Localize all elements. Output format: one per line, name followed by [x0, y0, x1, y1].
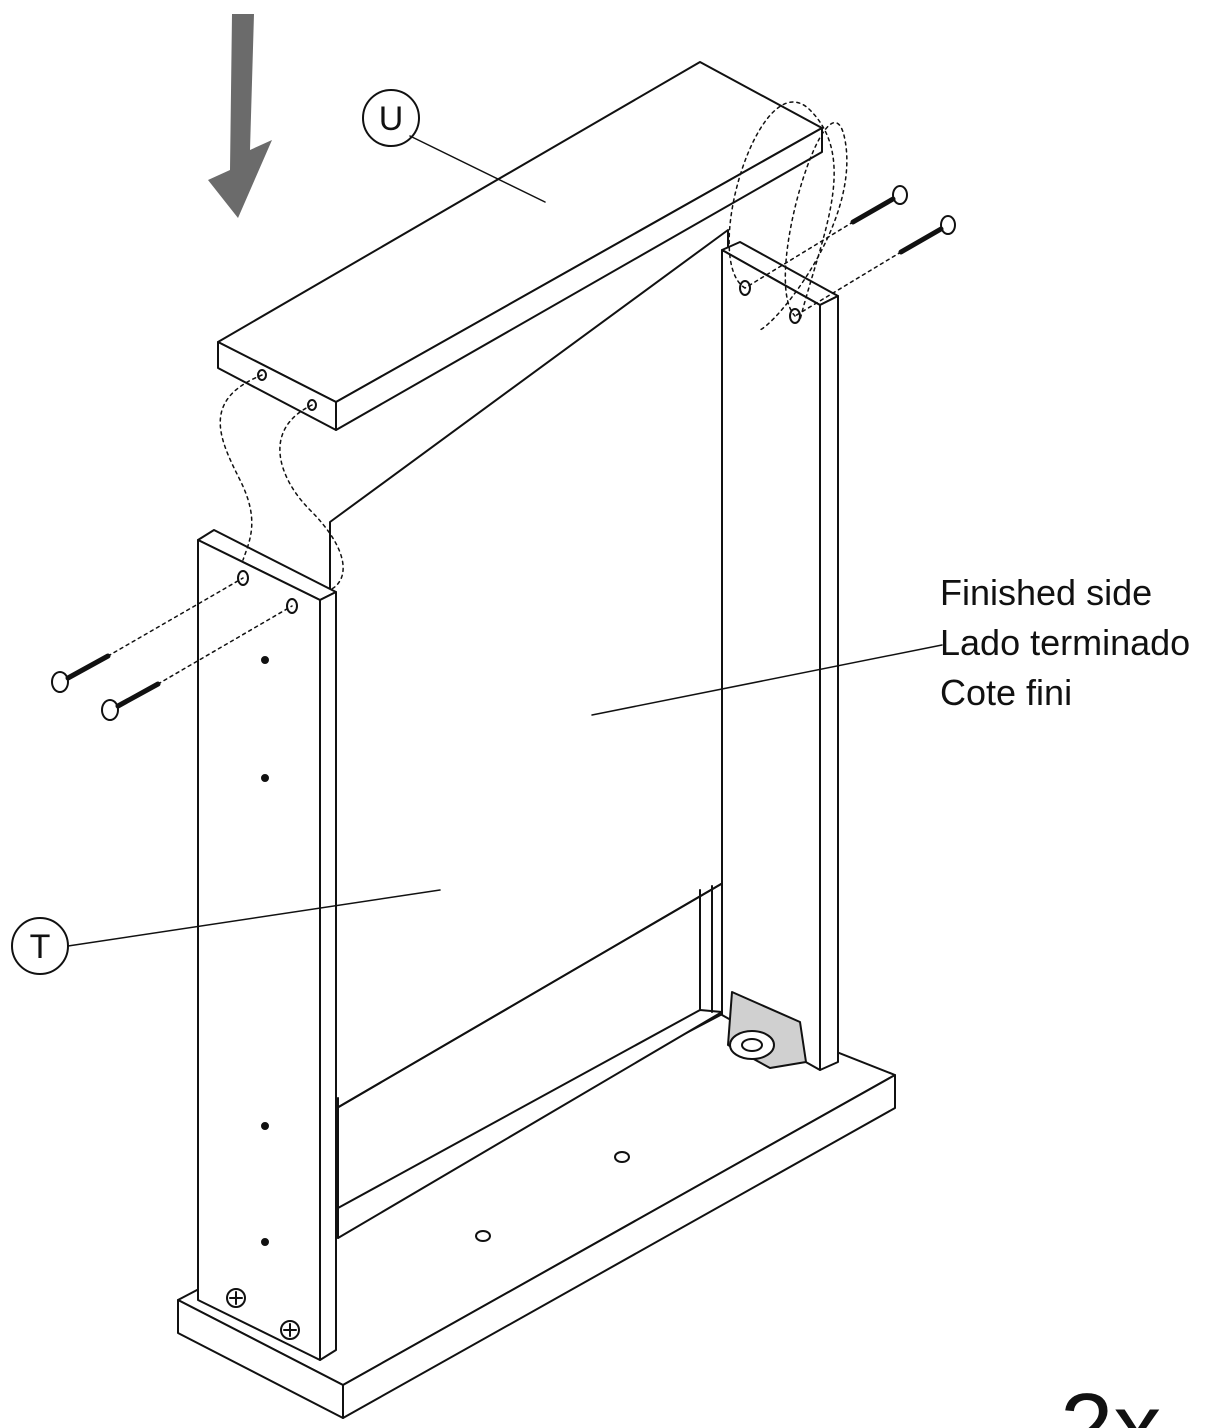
screw-icon: [850, 185, 908, 225]
finished-side-leader: [591, 644, 943, 716]
finished-side-label-es: Lado terminado: [940, 622, 1190, 663]
left-side-panel: [197, 529, 337, 1361]
finished-side-label-en: Finished side: [940, 572, 1152, 613]
screw-icon: [51, 653, 111, 693]
callout-u-letter: U: [379, 100, 404, 138]
finished-side-label-fr: Cote fini: [940, 672, 1072, 713]
callout-u: [362, 89, 546, 203]
cam-lock-icon: [727, 991, 807, 1069]
quantity-label: 2x: [1060, 1374, 1161, 1428]
callout-t-letter: T: [30, 928, 51, 966]
top-panel: [217, 61, 823, 431]
base-panel: [177, 1009, 896, 1419]
right-side-panel: [721, 241, 839, 1071]
screw-icon: [101, 681, 161, 721]
callout-t: [11, 889, 441, 975]
assembly-guides: [107, 101, 902, 685]
screw-icon: [898, 215, 956, 255]
down-arrow-icon: [208, 14, 272, 218]
